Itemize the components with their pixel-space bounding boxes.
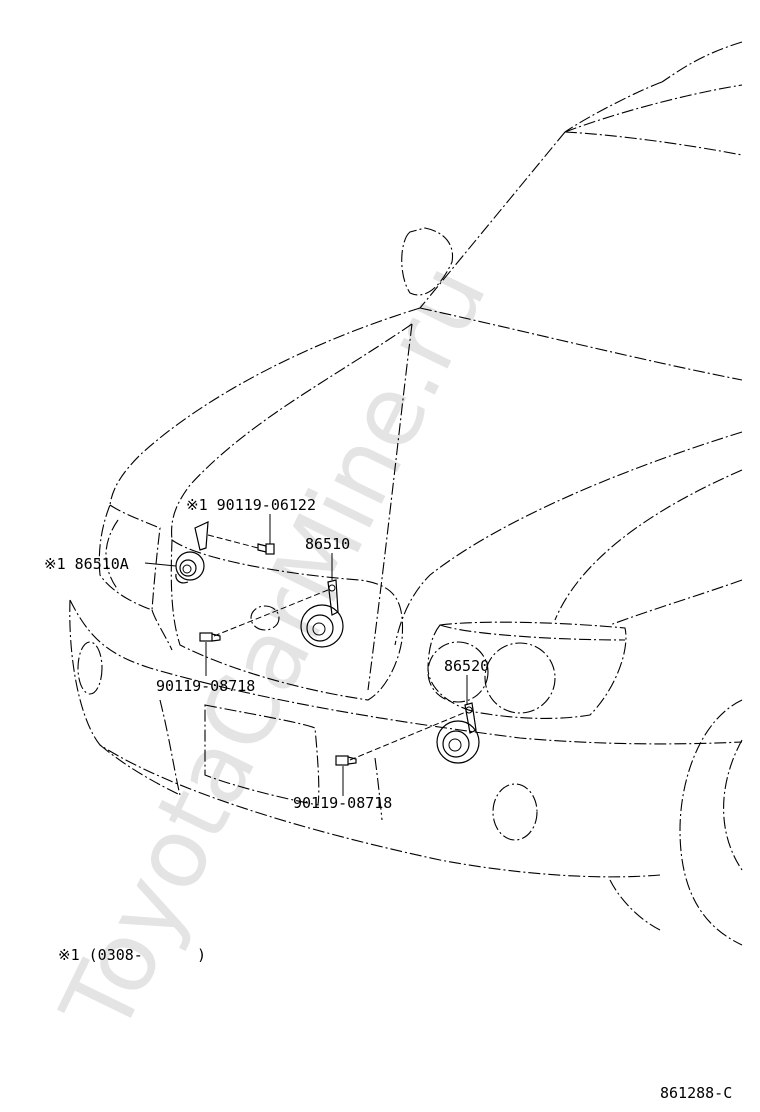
figure-id: 861288-C [660,1084,732,1102]
label-horn-86510: 86510 [305,535,350,553]
horn-86520 [436,702,480,764]
label-horn-86510a: ※1 86510A [44,555,129,573]
bolt-90119-08718-left [199,589,329,642]
vehicle-outline [69,41,743,946]
leader-lines [144,514,468,796]
label-bolt-90119-08718-lower: 90119-08718 [293,794,392,812]
horn-86510a [175,521,209,584]
horn-86510 [300,579,344,648]
bolt-90119-08718-lower [335,711,467,766]
label-horn-86520: 86520 [444,657,489,675]
label-bolt-90119-06122: ※1 90119-06122 [186,496,316,514]
label-bolt-90119-08718-left: 90119-08718 [156,677,255,695]
footnote: ※1 (0308- ) [58,946,206,964]
